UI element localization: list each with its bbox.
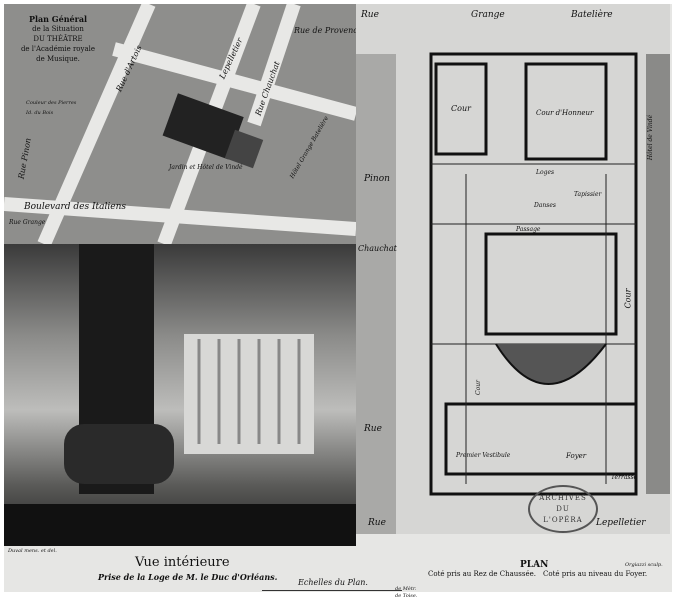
plan-label: Passage — [516, 226, 541, 233]
scale-bar — [262, 590, 402, 591]
vue-subtitle: Prise de la Loge de M. le Duc d'Orléans. — [98, 572, 278, 582]
floor-plan: Rue Grange Batelière Pinon Rue Chauchat … — [356, 4, 670, 534]
map-title-line: DU THÉÂTRE — [33, 35, 83, 43]
plan-title: PLAN — [520, 560, 549, 570]
plan-label: Cour — [474, 380, 482, 395]
plan-label: Cour d'Honneur — [536, 109, 594, 117]
plan-caption-right: Coté pris au niveau du Foyer. — [543, 570, 648, 578]
plan-label: Batelière — [571, 10, 613, 20]
scale-title: Echelles du Plan. — [298, 578, 368, 587]
map-title-line: de la Situation — [32, 25, 84, 33]
scale-unit: de Mètr. — [395, 586, 417, 592]
map-title-line: de l'Académie royale — [20, 45, 96, 53]
vue-title: Vue intérieure — [135, 555, 230, 570]
engraver-credit: Orgiazzi sculp. — [625, 562, 663, 568]
plan-label: Cour — [623, 288, 633, 309]
plan-label: Rue — [364, 424, 382, 434]
interior-drawing — [4, 244, 356, 546]
stamp-line: DU — [556, 505, 570, 513]
situation-map: Plan Général de la Situation DU THÉÂTRE … — [4, 4, 356, 244]
street-label: Rue Grange — [9, 219, 46, 226]
map-legend-item: Couleur des Pierres — [26, 100, 77, 106]
street-label: Boulevard des Italiens — [24, 202, 127, 212]
plan-label: Tapissier — [574, 191, 602, 198]
plan-label: Chauchat — [358, 244, 397, 253]
plan-label: Cour — [451, 104, 471, 113]
archives-stamp: ARCHIVES DU L'OPÉRA — [528, 485, 598, 533]
plan-label: Rue — [361, 10, 379, 20]
map-title: Plan Général de la Situation DU THÉÂTRE … — [18, 14, 98, 64]
plan-label: Terrasse — [611, 474, 638, 481]
map-title-line: Plan Général — [28, 14, 88, 24]
artist-credit: Duval mens. et del. — [8, 548, 57, 554]
street-label: Rue de Provence — [294, 26, 356, 35]
scale-unit: de Toise. — [395, 593, 418, 599]
map-title-line: de Musique. — [36, 55, 80, 63]
street-map-drawing — [4, 4, 356, 244]
stamp-line: ARCHIVES — [539, 494, 587, 502]
interior-view-engraving — [4, 244, 356, 546]
floor-plan-drawing — [356, 4, 670, 534]
plan-label: Premier Vestibule — [456, 452, 511, 459]
plan-label: Foyer — [566, 452, 587, 460]
plan-label: Rue — [368, 518, 386, 528]
plan-label: Lepelletier — [596, 518, 646, 528]
plan-label: Loges — [536, 169, 555, 176]
street-label: Jardin et Hôtel de Vindé — [169, 164, 243, 171]
plan-label: Hôtel de Vindé — [647, 114, 655, 161]
plan-caption-left: Coté pris au Rez de Chaussée. — [428, 570, 536, 578]
plan-label: Pinon — [364, 174, 390, 184]
plan-label: Grange — [471, 10, 505, 20]
stamp-line: L'OPÉRA — [543, 516, 583, 524]
plan-label: Danses — [534, 202, 556, 209]
map-legend-item: Id. du Bois — [26, 110, 54, 116]
